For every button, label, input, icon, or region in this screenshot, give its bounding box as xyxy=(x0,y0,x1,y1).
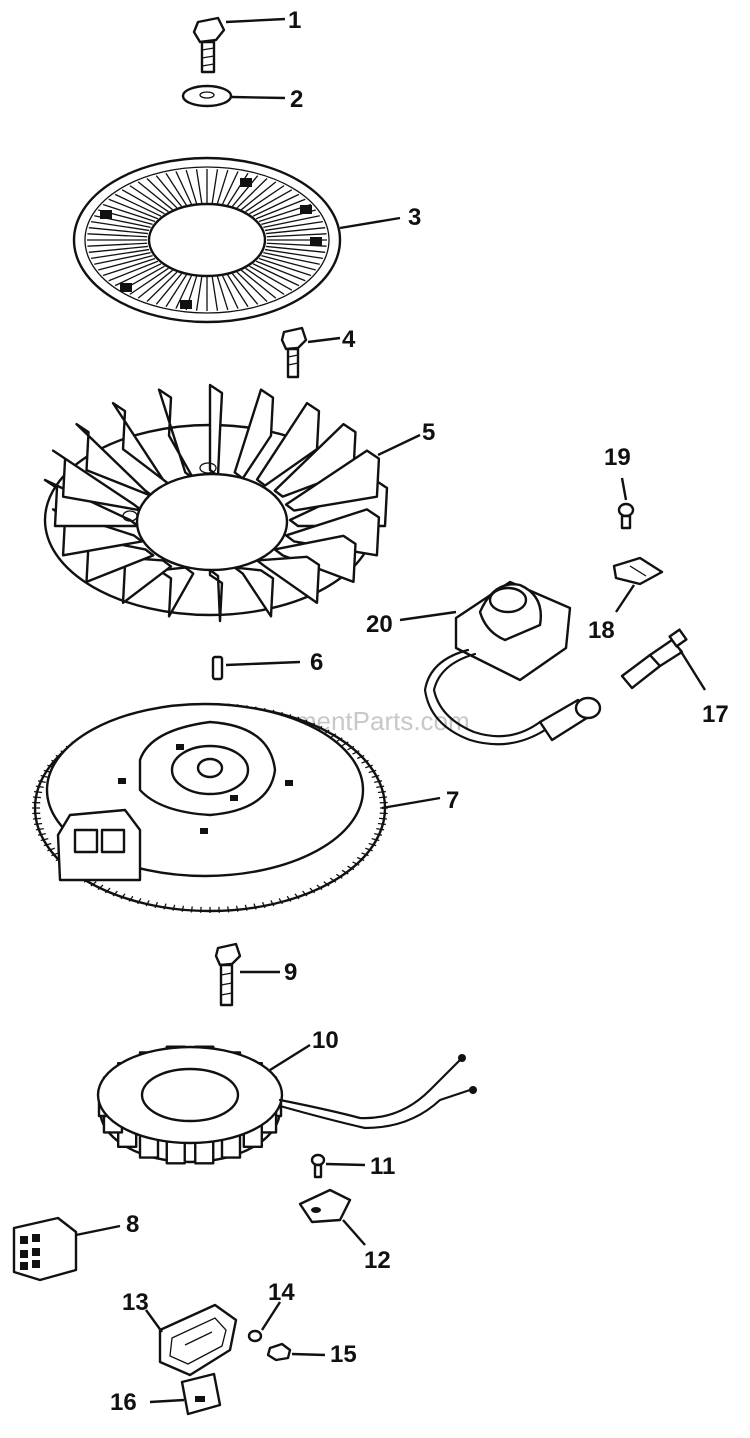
part-18-clip xyxy=(612,556,664,586)
leader-lines xyxy=(75,17,707,1404)
part-3-screen xyxy=(72,156,342,324)
callout-14: 14 xyxy=(268,1279,295,1306)
part-14-screw xyxy=(247,1329,263,1343)
part-2-washer xyxy=(181,84,233,108)
callout-12: 12 xyxy=(364,1247,391,1274)
callout-16: 16 xyxy=(110,1389,137,1416)
callout-6: 6 xyxy=(310,649,323,676)
part-1-screw xyxy=(192,16,226,74)
callout-1: 1 xyxy=(288,7,301,34)
part-19-screw xyxy=(617,502,635,530)
part-9-screw xyxy=(214,942,242,1007)
callout-19: 19 xyxy=(604,444,631,471)
callout-2: 2 xyxy=(290,86,303,113)
part-16-plate xyxy=(180,1372,222,1416)
callout-11: 11 xyxy=(370,1153,395,1180)
callout-13: 13 xyxy=(122,1289,149,1316)
callout-18: 18 xyxy=(588,617,615,644)
callout-labels: 1 2 3 4 5 6 7 8 9 10 11 12 13 14 15 16 1… xyxy=(110,7,729,1416)
part-10-stator xyxy=(96,1045,477,1165)
part-6-key xyxy=(211,655,224,681)
callout-3: 3 xyxy=(408,204,421,231)
callout-9: 9 xyxy=(284,959,297,986)
callout-5: 5 xyxy=(422,419,435,446)
part-15-nut xyxy=(266,1342,292,1362)
part-5-fan xyxy=(43,383,389,623)
part-7-flywheel xyxy=(32,702,388,913)
callout-15: 15 xyxy=(330,1341,357,1368)
part-8-connector xyxy=(12,1216,78,1282)
part-12-clamp xyxy=(298,1188,352,1224)
part-13-rectifier-regulator xyxy=(158,1303,238,1377)
callout-10: 10 xyxy=(312,1027,339,1054)
callout-17: 17 xyxy=(702,701,729,728)
part-4-screw xyxy=(280,326,308,379)
part-11-screw xyxy=(310,1153,326,1179)
callout-8: 8 xyxy=(126,1211,139,1238)
callout-7: 7 xyxy=(446,787,459,814)
callout-4: 4 xyxy=(342,326,356,353)
part-17-spark-plug xyxy=(620,628,688,690)
callout-20: 20 xyxy=(366,611,393,638)
part-20-ignition-module xyxy=(423,580,602,746)
